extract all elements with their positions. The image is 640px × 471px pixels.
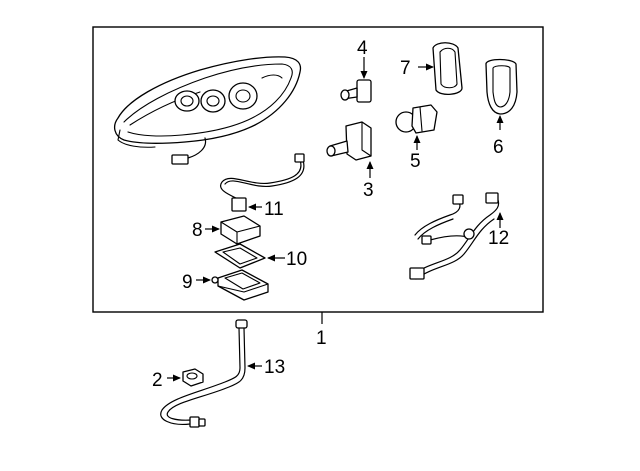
part-4-bulb — [340, 57, 372, 103]
part-7-cap — [418, 42, 463, 95]
callout-3: 3 — [363, 180, 374, 201]
part-8-module — [205, 215, 261, 245]
callout-7: 7 — [400, 58, 411, 79]
headlamp-assembly — [113, 56, 302, 165]
assembly-frame — [92, 26, 544, 313]
callout-1: 1 — [316, 328, 327, 349]
callout-4: 4 — [357, 38, 368, 59]
callout-13: 13 — [264, 357, 285, 378]
part-10-gasket — [214, 243, 285, 269]
part-11-harness — [220, 153, 305, 212]
part-13-hose — [160, 319, 262, 428]
callout-10: 10 — [286, 249, 307, 270]
part-6-cap — [485, 58, 518, 130]
part-9-ballast — [196, 269, 269, 301]
part-12-harness — [409, 192, 504, 280]
callout-8: 8 — [192, 220, 203, 241]
part-5-bulb — [395, 104, 438, 150]
callout-2: 2 — [152, 370, 163, 391]
callout-11: 11 — [264, 199, 284, 220]
callout-5: 5 — [410, 151, 421, 172]
part-2-nut — [167, 368, 204, 387]
part-3-bulb — [326, 121, 374, 178]
callout-12: 12 — [488, 228, 509, 249]
callout-6: 6 — [493, 137, 504, 158]
callout-9: 9 — [182, 272, 193, 293]
